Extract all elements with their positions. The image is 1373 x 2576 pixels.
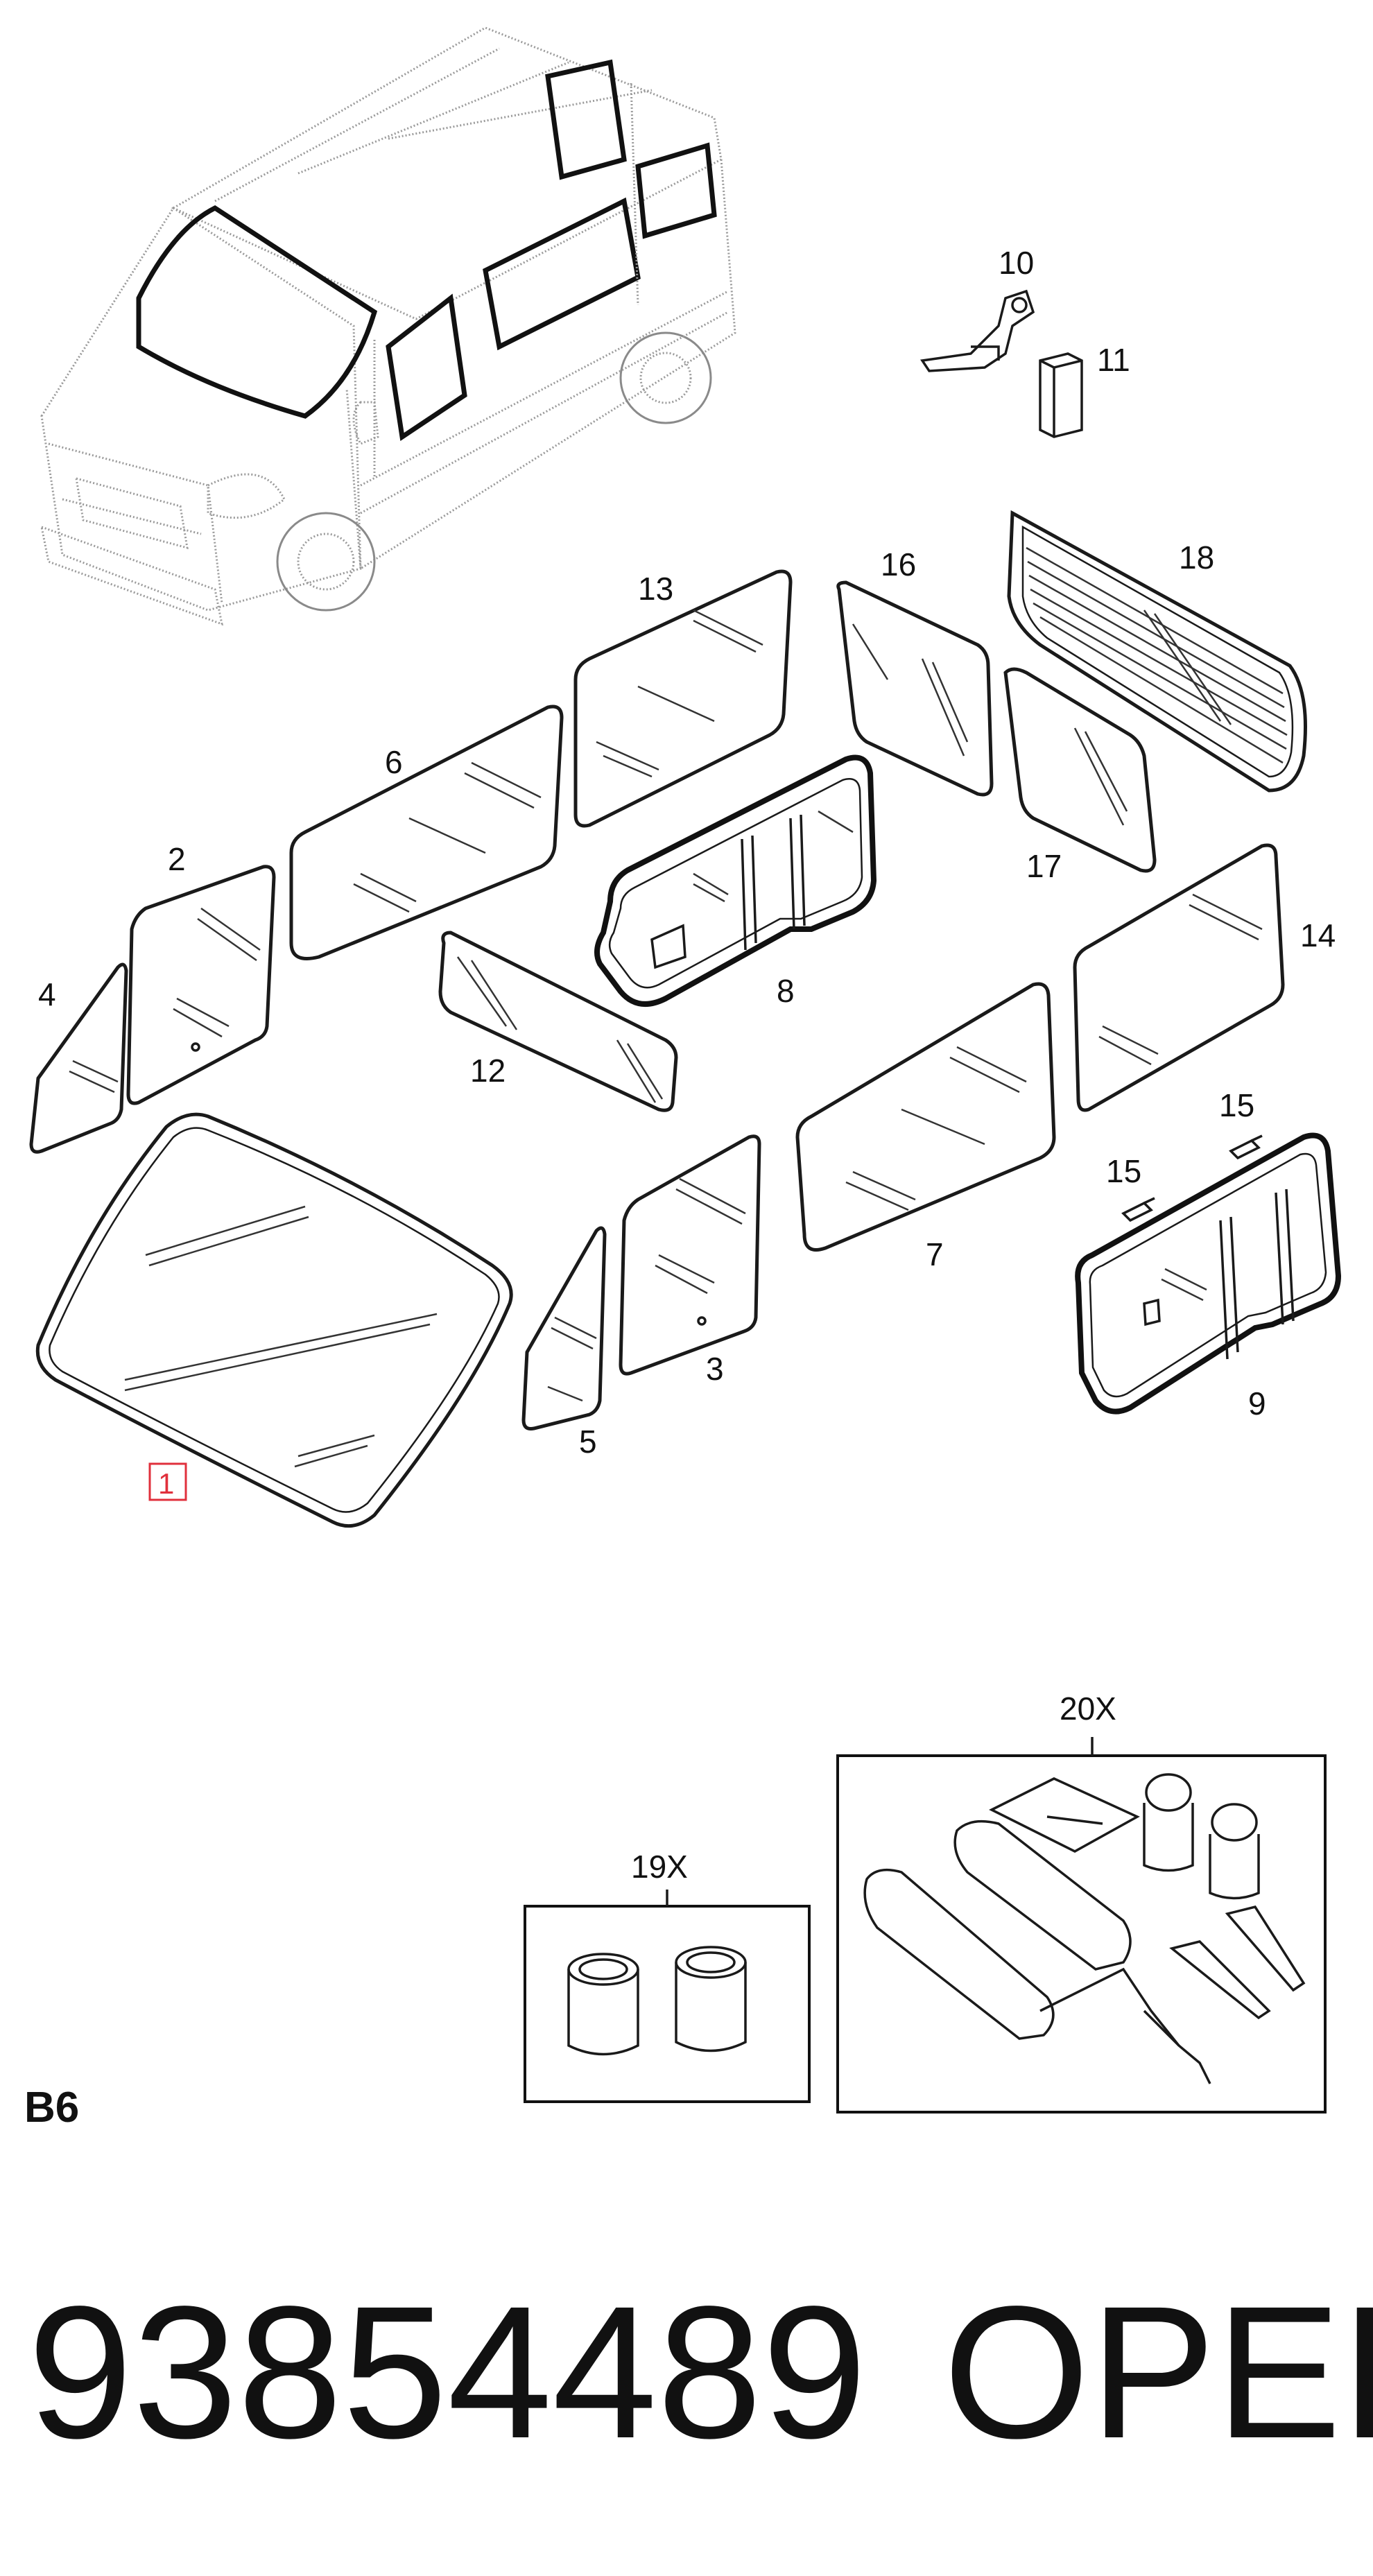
part-3-window xyxy=(619,1134,761,1376)
part-13-window xyxy=(573,569,793,828)
part-11-block xyxy=(1039,352,1083,438)
part-number-label: 15 xyxy=(1219,1087,1254,1123)
part-number-label: 16 xyxy=(881,546,916,582)
part-7-window xyxy=(795,982,1056,1252)
part-number-label: 14 xyxy=(1300,917,1336,953)
part-number-label: 18 xyxy=(1179,539,1214,576)
van-illustration xyxy=(40,26,736,626)
part-1-windscreen xyxy=(35,1112,513,1528)
part-12-window xyxy=(438,931,678,1112)
highlight-box xyxy=(148,1462,187,1501)
part-number-label: 3 xyxy=(706,1351,724,1387)
section-label: B6 xyxy=(24,2084,79,2132)
part-15-clip xyxy=(1229,1134,1263,1160)
part-number-label: 7 xyxy=(926,1236,944,1272)
kit-number-label: 20X xyxy=(1060,1691,1116,1727)
part-number-label: 17 xyxy=(1026,848,1062,884)
footer-part-number: 93854489 xyxy=(28,2267,867,2478)
part-15-clip xyxy=(1121,1197,1155,1222)
part-number-label: 15 xyxy=(1106,1153,1141,1189)
part-number-label: 12 xyxy=(470,1053,506,1089)
kit-number-label: 19X xyxy=(631,1849,688,1885)
part-number-label: 9 xyxy=(1248,1385,1266,1421)
part-2-window xyxy=(126,865,276,1105)
part-16-window xyxy=(836,580,994,797)
part-10-bracket xyxy=(920,289,1035,372)
part-number-label: 10 xyxy=(999,245,1034,281)
part-8-sliding-window xyxy=(594,754,877,1007)
part-number-label: 6 xyxy=(385,744,403,780)
footer-brand: OPEL xyxy=(943,2267,1373,2478)
part-number-label: 2 xyxy=(168,841,186,877)
part-number-label: 4 xyxy=(38,976,56,1012)
part-5-window xyxy=(521,1226,607,1430)
kit-19x-box xyxy=(524,1890,811,2103)
part-4-window xyxy=(29,962,128,1154)
part-number-label: 1 xyxy=(158,1467,174,1500)
part-6-window xyxy=(289,704,564,960)
part-14-window xyxy=(1073,843,1285,1112)
part-17-window xyxy=(1003,667,1157,873)
part-number-label: 11 xyxy=(1097,342,1130,378)
part-number-label: 8 xyxy=(777,973,795,1009)
part-18-rear-window xyxy=(1007,510,1307,793)
kit-20x-box xyxy=(836,1737,1327,2113)
part-number-label: 13 xyxy=(638,571,673,607)
part-9-sliding-window xyxy=(1075,1132,1342,1415)
part-number-label: 5 xyxy=(579,1424,597,1460)
